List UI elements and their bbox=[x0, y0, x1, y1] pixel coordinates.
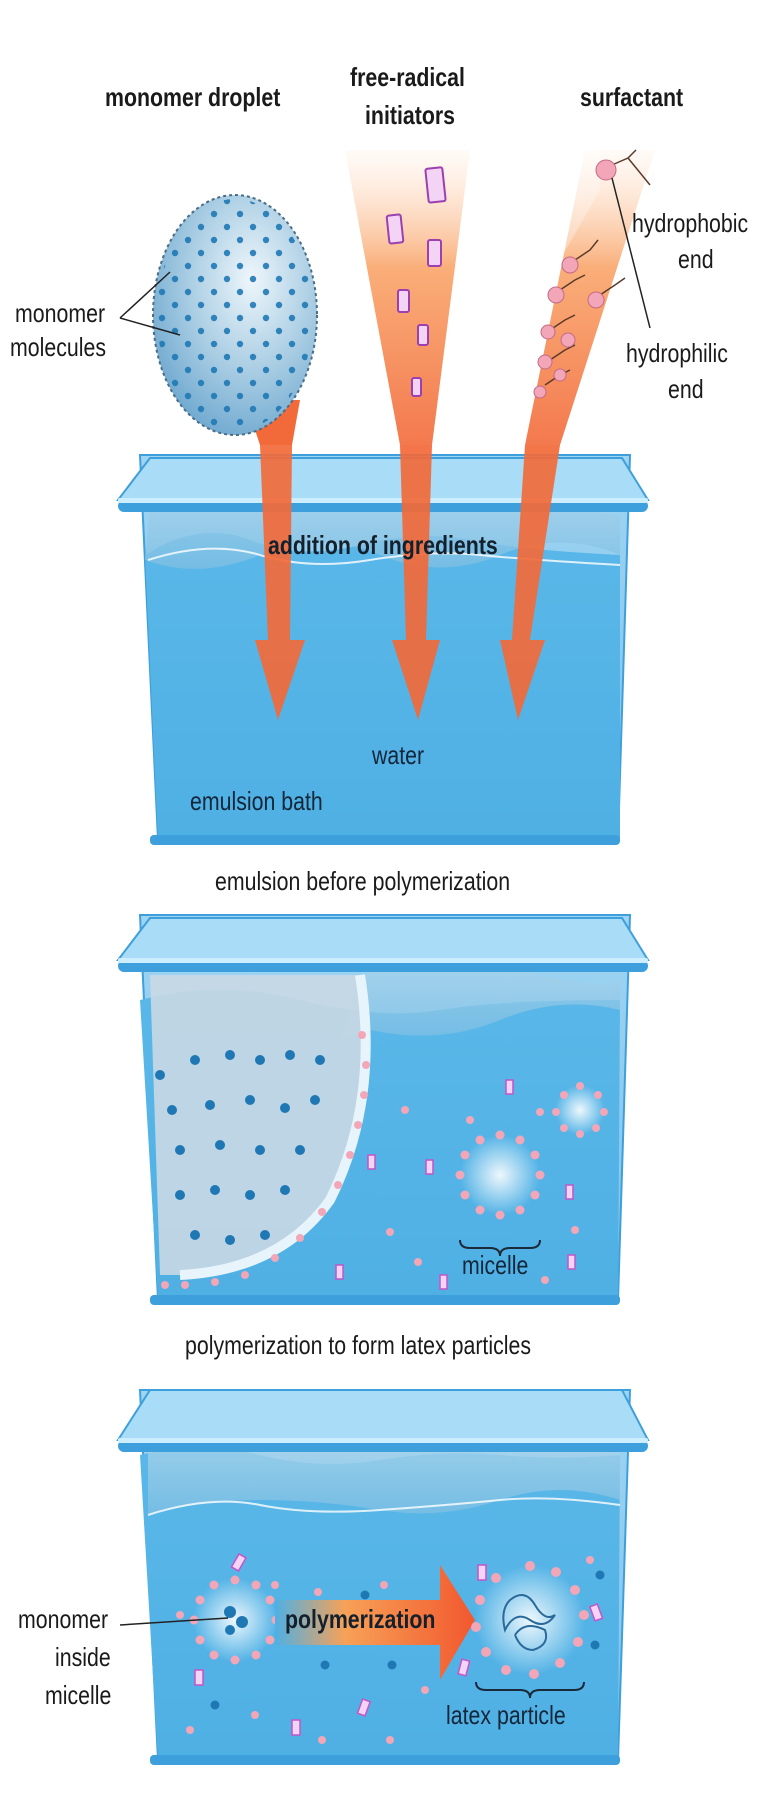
monomer-molecules-leader bbox=[119, 271, 181, 336]
hydrophobic-end-label-line1: hydrophobic bbox=[632, 208, 749, 238]
hydrophilic-leader-line bbox=[611, 177, 651, 329]
hydrophilic-end-label-line1: hydrophilic bbox=[626, 338, 728, 368]
free-surfactants-tank2 bbox=[386, 1106, 579, 1284]
monomer-inside-micelle-label-line1: monomer bbox=[18, 1604, 109, 1634]
surfactant-label: surfactant bbox=[580, 82, 684, 112]
monomer-droplet bbox=[152, 194, 318, 436]
addition-of-ingredients-label: addition of ingredients bbox=[268, 530, 498, 560]
monomer-droplet-label: monomer droplet bbox=[105, 82, 281, 112]
monomer-molecules-label-line1: monomer bbox=[15, 298, 106, 328]
water-label: water bbox=[372, 740, 425, 770]
latex-particle-label: latex particle bbox=[446, 1700, 566, 1730]
monomer-micelle bbox=[189, 1575, 281, 1665]
polymerization-label: polymerization bbox=[285, 1604, 436, 1634]
micelle-small bbox=[552, 1082, 608, 1138]
free-particles-tank3 bbox=[176, 1552, 605, 1744]
ingredient-arrows bbox=[255, 445, 560, 720]
micelle-brace bbox=[459, 1239, 541, 1257]
monomer-inside-leader bbox=[119, 1617, 229, 1626]
latex-particle bbox=[471, 1561, 589, 1679]
free-radical-label-line1: free-radical bbox=[350, 62, 465, 92]
droplet-monomers bbox=[155, 1050, 325, 1245]
latex-particle-brace bbox=[475, 1681, 585, 1699]
surfactant-heads bbox=[533, 159, 617, 399]
monomer-molecules-label-line2: molecules bbox=[10, 332, 106, 362]
hydrophobic-end-label-line2: end bbox=[678, 244, 714, 274]
stage1-caption: emulsion before polymerization bbox=[215, 866, 511, 896]
stage2-caption: polymerization to form latex particles bbox=[185, 1330, 532, 1360]
free-radical-label-line2: initiators bbox=[365, 100, 456, 130]
hydrophilic-end-label-line2: end bbox=[668, 374, 704, 404]
micelle bbox=[455, 1130, 545, 1220]
free-initiators-tank2 bbox=[335, 1079, 576, 1290]
monomer-inside-micelle-label-line2: inside bbox=[55, 1642, 111, 1672]
polymerization-arrow bbox=[275, 1565, 475, 1680]
droplet-surface-surfactants bbox=[161, 1031, 370, 1289]
micelle-label: micelle bbox=[462, 1250, 529, 1280]
monomer-inside-micelle-label-line3: micelle bbox=[45, 1680, 112, 1710]
initiator-icons bbox=[385, 166, 447, 397]
tank-3 bbox=[116, 1389, 650, 1765]
emulsion-bath-label: emulsion bath bbox=[190, 786, 323, 816]
